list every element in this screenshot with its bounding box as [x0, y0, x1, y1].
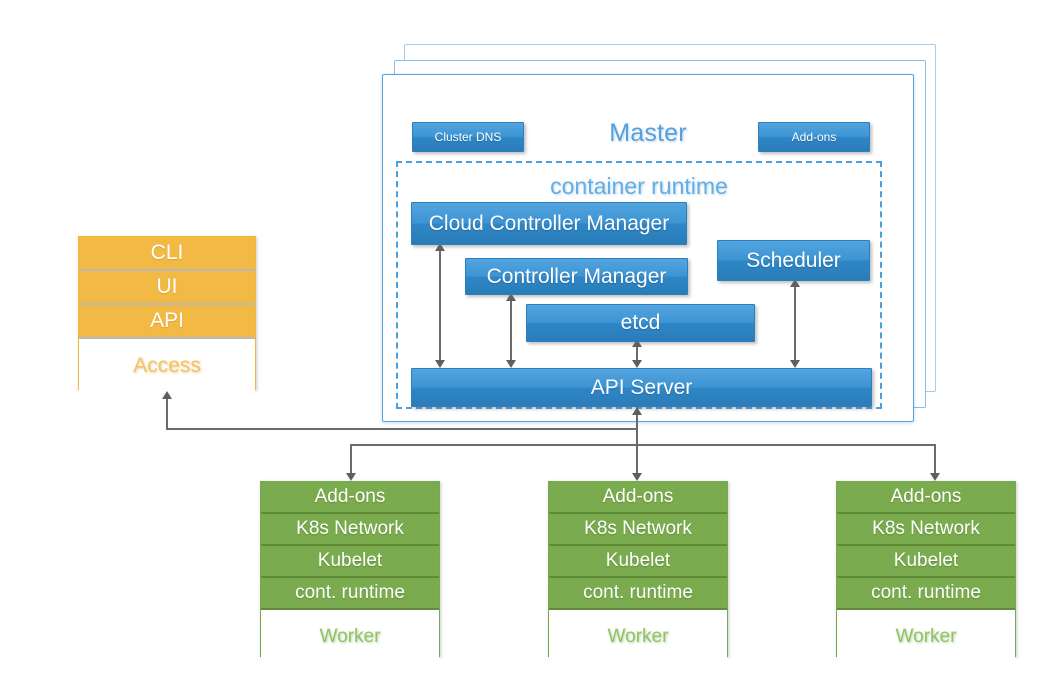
worker-node-2[interactable]: Add-ons K8s Network Kubelet cont. runtim… — [548, 481, 728, 664]
connector-etcd-apiserver — [636, 344, 638, 366]
worker-3-footer-label: Worker — [837, 610, 1015, 664]
arrow-scheduler-down — [790, 360, 800, 368]
worker-2-row-addons-label: Add-ons — [602, 486, 674, 507]
controller-manager-label: Controller Manager — [486, 264, 667, 288]
connector-access-riser — [166, 398, 168, 430]
worker-3-row-runtime-label: cont. runtime — [871, 582, 981, 603]
access-row-cli-label: CLI — [150, 241, 184, 264]
worker-3-row-addons[interactable]: Add-ons — [837, 482, 1015, 514]
worker-3-row-addons-label: Add-ons — [890, 486, 962, 507]
arrow-access-up — [162, 391, 172, 399]
arrow-scheduler-up — [790, 279, 800, 287]
connector-bus-access — [166, 428, 638, 430]
connector-worker-3-drop — [934, 444, 936, 475]
worker-1-row-runtime-label: cont. runtime — [295, 582, 405, 603]
access-row-cli[interactable]: CLI — [79, 237, 255, 271]
worker-2-row-kubelet-label: Kubelet — [605, 550, 671, 571]
worker-node-3[interactable]: Add-ons K8s Network Kubelet cont. runtim… — [836, 481, 1016, 664]
access-panel[interactable]: CLI UI API Access — [78, 236, 256, 393]
worker-node-1[interactable]: Add-ons K8s Network Kubelet cont. runtim… — [260, 481, 440, 664]
scheduler-label: Scheduler — [746, 248, 841, 272]
worker-2-row-runtime-label: cont. runtime — [583, 582, 693, 603]
worker-1-row-runtime[interactable]: cont. runtime — [261, 578, 439, 610]
connector-scheduler-apiserver — [794, 284, 796, 366]
worker-1-row-network-label: K8s Network — [296, 518, 404, 539]
arrow-etcd-down — [632, 360, 642, 368]
worker-1-row-kubelet-label: Kubelet — [317, 550, 383, 571]
worker-3-row-kubelet-label: Kubelet — [893, 550, 959, 571]
worker-1-row-addons[interactable]: Add-ons — [261, 482, 439, 514]
worker-2-row-addons[interactable]: Add-ons — [549, 482, 727, 514]
access-row-api[interactable]: API — [79, 305, 255, 339]
worker-3-row-runtime[interactable]: cont. runtime — [837, 578, 1015, 610]
etcd-label: etcd — [620, 311, 661, 334]
api-server-label: API Server — [590, 375, 693, 399]
connector-worker-2-drop — [636, 444, 638, 475]
worker-2-row-network[interactable]: K8s Network — [549, 514, 727, 546]
cloud-controller-manager-label: Cloud Controller Manager — [428, 211, 670, 235]
connector-bus-workers — [350, 444, 936, 446]
connector-cm-apiserver — [510, 298, 512, 366]
connector-apiserver-drop — [636, 407, 638, 475]
worker-2-row-network-label: K8s Network — [584, 518, 692, 539]
worker-1-footer-label: Worker — [261, 610, 439, 664]
connector-worker-1-drop — [350, 444, 352, 475]
access-row-api-label: API — [150, 309, 184, 332]
access-footer-label: Access — [79, 339, 255, 393]
arrow-apiserver-bus-up — [632, 407, 642, 415]
connector-ccm-apiserver — [439, 248, 441, 366]
api-server-box[interactable]: API Server — [411, 368, 872, 407]
worker-1-row-kubelet[interactable]: Kubelet — [261, 546, 439, 578]
master-addons-box[interactable]: Add-ons — [758, 122, 870, 152]
worker-2-row-kubelet[interactable]: Kubelet — [549, 546, 727, 578]
arrow-ccm-down — [435, 360, 445, 368]
worker-3-row-network-label: K8s Network — [872, 518, 980, 539]
worker-2-row-runtime[interactable]: cont. runtime — [549, 578, 727, 610]
worker-1-row-network[interactable]: K8s Network — [261, 514, 439, 546]
etcd-box[interactable]: etcd — [526, 304, 755, 342]
arrow-worker-1-down — [346, 473, 356, 481]
access-row-ui-label: UI — [156, 275, 178, 298]
worker-3-row-network[interactable]: K8s Network — [837, 514, 1015, 546]
access-row-ui[interactable]: UI — [79, 271, 255, 305]
arrow-etcd-up — [632, 339, 642, 347]
master-title: Master — [609, 119, 687, 147]
master-addons-label: Add-ons — [791, 130, 837, 144]
scheduler-box[interactable]: Scheduler — [717, 240, 870, 281]
arrow-worker-2-down — [632, 473, 642, 481]
worker-1-row-addons-label: Add-ons — [314, 486, 386, 507]
cluster-dns-label: Cluster DNS — [434, 130, 502, 144]
arrow-cm-up — [506, 293, 516, 301]
cluster-dns-box[interactable]: Cluster DNS — [412, 122, 524, 152]
arrow-worker-3-down — [930, 473, 940, 481]
arrow-cm-down — [506, 360, 516, 368]
worker-3-row-kubelet[interactable]: Kubelet — [837, 546, 1015, 578]
cloud-controller-manager-box[interactable]: Cloud Controller Manager — [411, 202, 687, 245]
worker-2-footer-label: Worker — [549, 610, 727, 664]
arrow-ccm-up — [435, 243, 445, 251]
container-runtime-title: container runtime — [550, 173, 728, 199]
controller-manager-box[interactable]: Controller Manager — [465, 258, 688, 295]
